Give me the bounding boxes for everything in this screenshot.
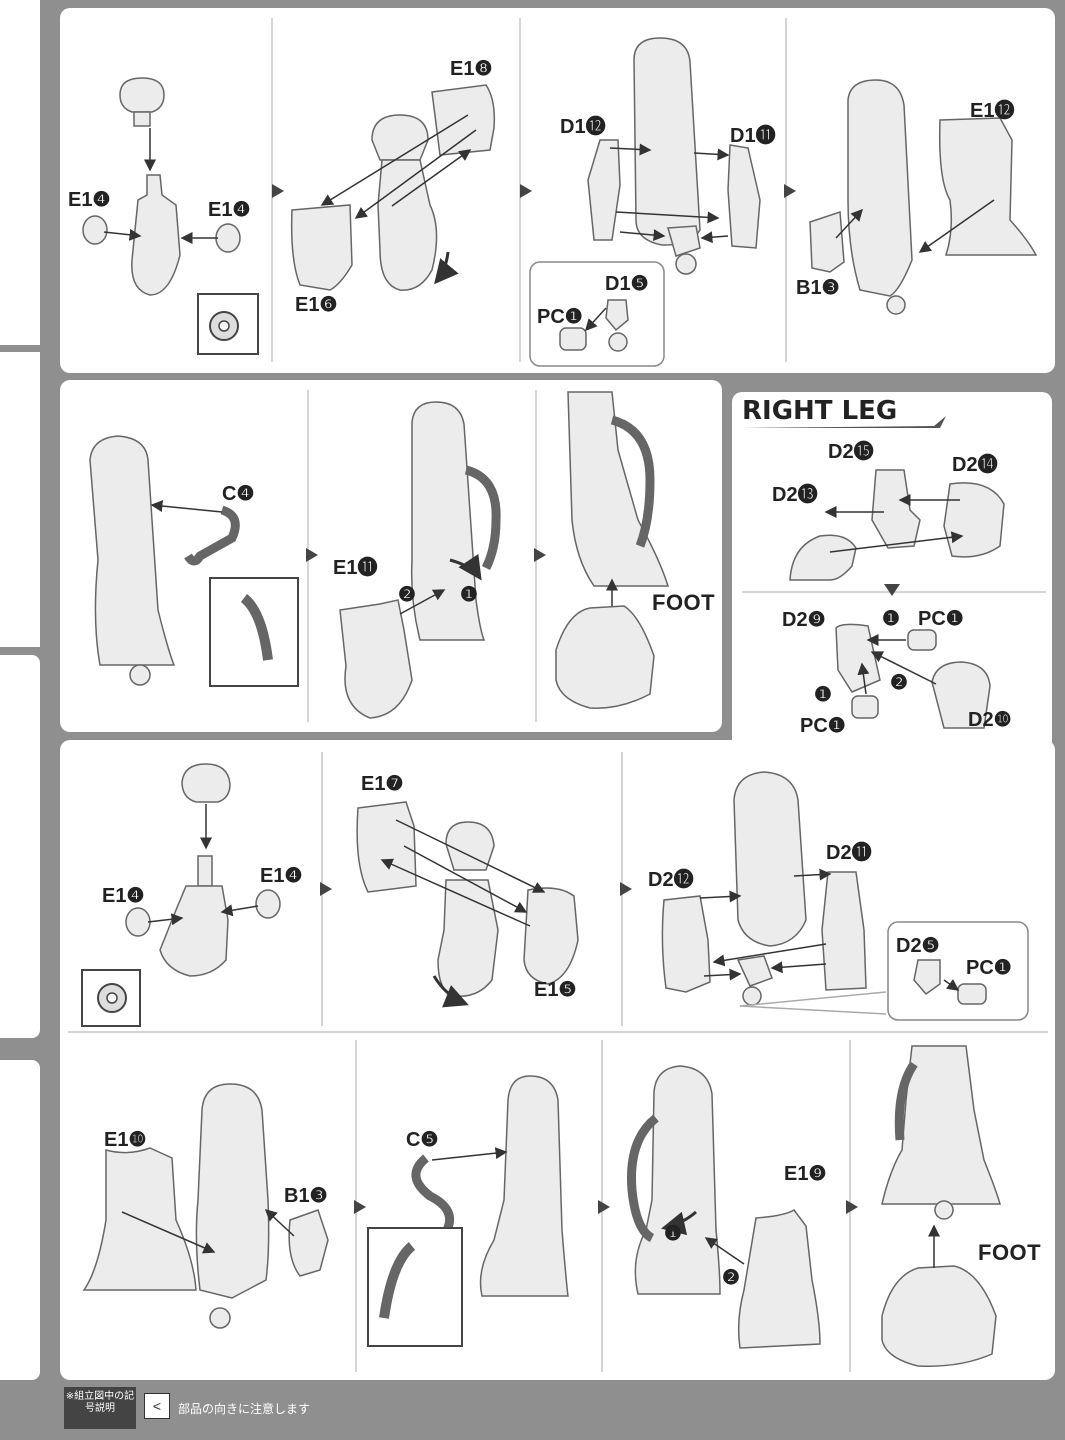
label-e1-4-row3-right: E1❹ bbox=[260, 865, 303, 887]
label-b1-3-top: B1❸ bbox=[796, 277, 840, 299]
label-e1-4-row3-left: E1❹ bbox=[102, 885, 145, 907]
step-marker-1-rightleg-b: ❶ bbox=[814, 684, 832, 706]
label-e1-4-left: E1❹ bbox=[68, 189, 111, 211]
label-e1-9: E1❾ bbox=[784, 1163, 827, 1185]
label-pc-1-row3: PC❶ bbox=[966, 957, 1012, 979]
label-d2-12: D2⓬ bbox=[648, 869, 694, 891]
label-e1-7: E1❼ bbox=[361, 773, 404, 795]
step-marker-1-row2: ❶ bbox=[460, 584, 478, 606]
label-d2-10: D2❿ bbox=[968, 709, 1012, 731]
step-marker-2-row4: ❷ bbox=[722, 1267, 740, 1289]
label-d1-11: D1⓫ bbox=[730, 125, 776, 147]
label-e1-10: E1❿ bbox=[104, 1129, 147, 1151]
left-page-strip-low bbox=[0, 655, 40, 1038]
label-d2-14: D2⓮ bbox=[952, 454, 998, 476]
label-d2-9: D2❾ bbox=[782, 609, 826, 631]
label-c-4: C❹ bbox=[222, 483, 255, 505]
label-d2-15: D2⓯ bbox=[828, 441, 874, 463]
label-d2-5: D2❺ bbox=[896, 935, 940, 957]
left-page-strip-mid bbox=[0, 352, 40, 647]
label-pc-1-rightleg-a: PC❶ bbox=[918, 608, 964, 630]
label-e1-8: E1❽ bbox=[450, 58, 493, 80]
label-d1-12: D1⓬ bbox=[560, 116, 606, 138]
label-e1-4-right: E1❹ bbox=[208, 199, 251, 221]
legend-note: 部品の向きに注意します bbox=[178, 1402, 311, 1416]
label-c-5: C❺ bbox=[406, 1129, 439, 1151]
orientation-symbol-icon: < bbox=[144, 1393, 170, 1419]
label-b1-3-bottom: B1❸ bbox=[284, 1185, 328, 1207]
section-title-right-leg: RIGHT LEG bbox=[742, 396, 898, 426]
label-foot-bottom: FOOT bbox=[978, 1240, 1042, 1265]
left-page-strip-bottom bbox=[0, 1060, 40, 1380]
label-d2-13: D2⓭ bbox=[772, 484, 818, 506]
label-d1-5: D1❺ bbox=[605, 273, 649, 295]
legend-box: ※組立図中の記号説明 bbox=[64, 1387, 136, 1429]
label-pc-1-step3: PC❶ bbox=[537, 306, 583, 328]
label-e1-12: E1⓬ bbox=[970, 100, 1015, 122]
label-e1-5: E1❺ bbox=[534, 979, 577, 1001]
step-marker-1-row4: ❶ bbox=[664, 1223, 682, 1245]
step-marker-1-rightleg-a: ❶ bbox=[882, 608, 900, 630]
panel-right-leg bbox=[732, 392, 1052, 752]
left-page-strip-top bbox=[0, 0, 40, 345]
label-e1-11: E1⓫ bbox=[333, 557, 378, 579]
step-marker-2-rightleg: ❷ bbox=[890, 672, 908, 694]
label-e1-6: E1❻ bbox=[295, 294, 338, 316]
step-marker-2-row2: ❷ bbox=[398, 584, 416, 606]
label-foot-top: FOOT bbox=[652, 590, 716, 615]
label-pc-1-rightleg-b: PC❶ bbox=[800, 715, 846, 737]
label-d2-11: D2⓫ bbox=[826, 842, 872, 864]
